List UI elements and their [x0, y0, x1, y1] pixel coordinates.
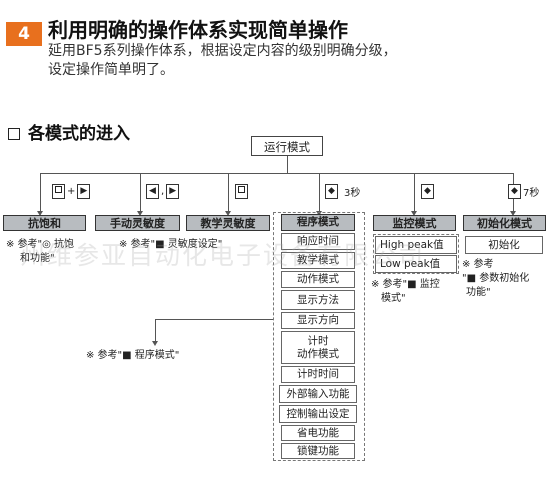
- monitor-item: Low peak值: [375, 255, 457, 273]
- arrow-down-icon: [411, 211, 417, 216]
- diamond-key-icon: ◆: [325, 184, 338, 199]
- program-item: 响应时间: [281, 233, 355, 250]
- mode-teach-sensitivity: 教学灵敏度: [186, 215, 270, 231]
- watermark: 州维参亚自动化电子设备有限公司: [20, 241, 426, 270]
- mode-manual-sensitivity: 手动灵敏度: [95, 215, 180, 231]
- program-note-drop: [155, 319, 156, 342]
- branch-5-line: [414, 173, 415, 212]
- branch-2-line: [140, 173, 141, 212]
- key-combo-5: ◆: [421, 184, 434, 199]
- key-combo-4: ◆ 3秒: [325, 184, 360, 199]
- mode-key-icon: [235, 184, 248, 199]
- program-item: 计时 动作模式: [281, 331, 355, 364]
- program-mode-column: [273, 212, 365, 461]
- arrow-down-icon: [152, 341, 158, 346]
- note-program-mode: ※ 参考"■ 程序模式": [86, 350, 180, 361]
- note-sensitivity: ※ 参考"■ 灵敏度设定": [119, 239, 223, 250]
- left-key-icon: ◀: [146, 184, 159, 199]
- branch-1-line: [40, 173, 41, 212]
- diamond-key-icon: ◆: [421, 184, 434, 199]
- description: 延用BF5系列操作体系，根据设定内容的级别明确分级， 设定操作简单明了。: [48, 42, 397, 80]
- program-item: 锁键功能: [281, 443, 355, 459]
- key-combo-2: ◀ , ▶: [146, 184, 180, 199]
- right-key-icon: ▶: [77, 184, 91, 199]
- page-heading: 利用明确的操作体系实现简单操作: [48, 18, 348, 42]
- program-item: 控制输出设定: [279, 405, 357, 423]
- program-note-line: [155, 319, 273, 320]
- right-key-icon: ▶: [166, 184, 180, 199]
- program-item: 计时时间: [281, 366, 355, 383]
- plus-sign: +: [67, 186, 76, 197]
- key-combo-1: + ▶: [52, 184, 91, 199]
- mode-key-icon: [52, 184, 65, 199]
- arrow-down-icon: [37, 211, 43, 216]
- program-item: 省电功能: [281, 425, 355, 441]
- note-initialize: ※ 参考 "■ 参数初始化 功能": [462, 259, 530, 298]
- section-number-badge: 4: [6, 22, 42, 46]
- root-connector: [287, 156, 288, 173]
- program-item: 动作模式: [281, 271, 355, 288]
- mode-anti-saturation: 抗饱和: [3, 215, 86, 231]
- section-title-text: 各模式的进入: [28, 124, 130, 144]
- branch-line: [40, 173, 513, 174]
- mode-initialize: 初始化模式: [463, 215, 546, 231]
- monitor-items-frame: [373, 234, 459, 274]
- arrow-down-icon: [316, 211, 322, 216]
- key-combo-3: [235, 184, 248, 199]
- branch-4-line: [319, 173, 320, 212]
- comma-sign: ,: [161, 186, 165, 197]
- program-item: 显示方法: [281, 290, 355, 310]
- arrow-down-icon: [510, 211, 516, 216]
- program-item: 教学模式: [281, 252, 355, 269]
- root-mode-box: 运行模式: [251, 136, 323, 156]
- square-bullet-icon: [8, 128, 20, 140]
- program-item: 外部输入功能: [279, 385, 357, 403]
- note-anti-saturation: ※ 参考"◎ 抗饱 和功能": [6, 239, 75, 264]
- diamond-key-icon: ◆: [508, 184, 521, 199]
- init-item: 初始化: [465, 236, 543, 254]
- hold-duration: 7秒: [523, 188, 540, 199]
- hold-duration: 3秒: [344, 188, 361, 199]
- description-line-1: 延用BF5系列操作体系，根据设定内容的级别明确分级，: [48, 43, 397, 59]
- description-line-2: 设定操作简单明了。: [48, 62, 174, 78]
- note-monitor: ※ 参考"■ 监控 模式": [371, 279, 440, 304]
- arrow-down-icon: [225, 211, 231, 216]
- monitor-items: High peak值 Low peak值: [375, 236, 457, 274]
- program-items: 程序模式 响应时间 教学模式 动作模式 显示方法 显示方向 计时 动作模式 计时…: [277, 214, 361, 459]
- mode-monitor: 监控模式: [373, 215, 456, 231]
- section-title: 各模式的进入: [8, 119, 130, 144]
- branch-3-line: [228, 173, 229, 212]
- program-item: 显示方向: [281, 312, 355, 329]
- arrow-down-icon: [137, 211, 143, 216]
- monitor-item: High peak值: [375, 236, 457, 254]
- key-combo-6: ◆ 7秒: [508, 184, 539, 199]
- mode-program: 程序模式: [281, 214, 355, 231]
